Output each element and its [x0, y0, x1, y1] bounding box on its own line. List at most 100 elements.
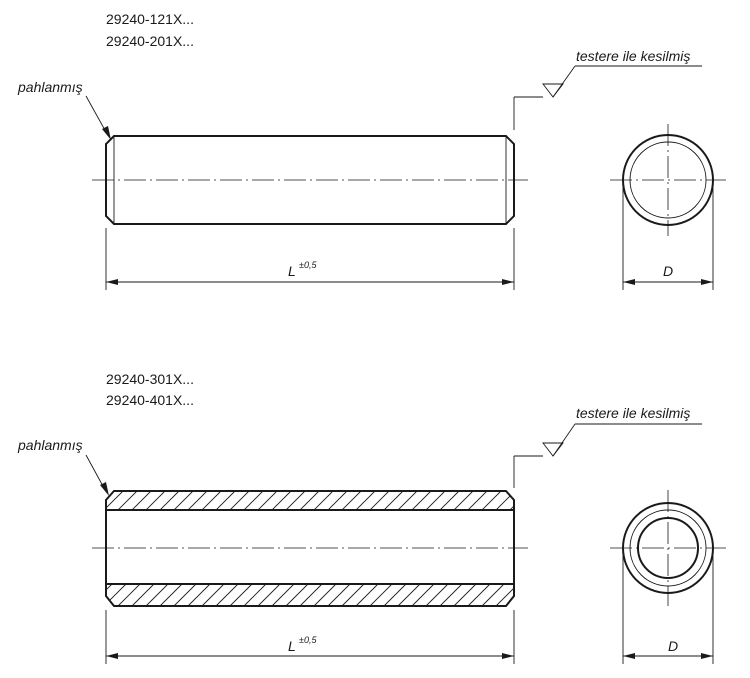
- hatch-line: [229, 491, 250, 510]
- hatch-line: [369, 491, 390, 510]
- chamfer-leader: [85, 95, 107, 133]
- hatch-line: [439, 584, 463, 606]
- hatch-line: [453, 491, 474, 510]
- hatch-line: [299, 491, 320, 510]
- diameter-arrow-right: [701, 279, 713, 285]
- chamfer-leader-bottom: [85, 454, 105, 489]
- chamfer-leader-arrow: [102, 126, 111, 140]
- hatch-line: [271, 491, 292, 510]
- hatch-line: [495, 491, 514, 510]
- hatch-line: [131, 491, 152, 510]
- hatch-line: [524, 584, 546, 606]
- section-hatch-top: [106, 491, 557, 510]
- hatch-line: [229, 584, 253, 606]
- hatch-line: [355, 584, 379, 606]
- hatch-line: [271, 584, 295, 606]
- hatch-line: [187, 491, 208, 510]
- hatch-line: [341, 584, 365, 606]
- surface-note: testere ile kesilmiş: [576, 48, 690, 64]
- hatch-line: [106, 584, 127, 606]
- hatch-line: [215, 584, 239, 606]
- hatch-line: [341, 491, 362, 510]
- hatch-line: [327, 584, 351, 606]
- hatch-line: [383, 584, 407, 606]
- article-code-4: 29240-401X...: [106, 392, 194, 408]
- chamfer-note-bottom: pahlanmış: [17, 437, 83, 453]
- hatch-line: [131, 584, 155, 606]
- article-code-1: 29240-121X...: [106, 11, 194, 27]
- hatch-line: [453, 584, 477, 606]
- hatch-line: [285, 584, 309, 606]
- hatch-line: [411, 584, 435, 606]
- hatch-line: [467, 491, 488, 510]
- hatch-line: [327, 491, 348, 510]
- hatch-line: [173, 584, 197, 606]
- hatch-line: [538, 584, 560, 606]
- hatch-line: [313, 491, 334, 510]
- diameter-arrow-right-bottom: [701, 653, 713, 659]
- length-arrow-right-bottom: [502, 653, 514, 659]
- hatch-line: [369, 584, 393, 606]
- hatch-line: [425, 491, 446, 510]
- hatch-line: [243, 491, 264, 510]
- hatch-line: [201, 491, 222, 510]
- hatch-line: [187, 584, 211, 606]
- surface-note-bottom: testere ile kesilmiş: [576, 405, 690, 421]
- hatch-line: [524, 491, 543, 510]
- length-arrow-left-bottom: [106, 653, 118, 659]
- hatch-line: [145, 491, 166, 510]
- diameter-label: D: [663, 263, 673, 279]
- hatch-line: [313, 584, 337, 606]
- solid-pin-view: 29240-121X... 29240-201X... pahlanmış te…: [17, 11, 726, 290]
- hatch-line: [285, 491, 306, 510]
- hatch-line: [145, 584, 169, 606]
- hollow-pin-view: 29240-301X... 29240-401X... pahlanmış te…: [17, 371, 726, 664]
- hatch-line: [411, 491, 432, 510]
- hatch-line: [257, 584, 281, 606]
- hatch-line: [439, 491, 460, 510]
- surface-symbol-arm-bottom: [552, 423, 576, 457]
- hatch-line: [299, 584, 323, 606]
- section-hatch-bottom: [106, 584, 560, 606]
- hatch-line: [159, 584, 183, 606]
- hatch-line: [495, 584, 514, 606]
- hatch-line: [117, 491, 138, 510]
- hatch-line: [215, 491, 236, 510]
- surface-roughness-symbol: [542, 83, 564, 98]
- chamfer-leader-arrow-bottom: [100, 482, 109, 496]
- length-label-bottom: L: [288, 638, 296, 654]
- hatch-line: [257, 491, 278, 510]
- article-code-3: 29240-301X...: [106, 371, 194, 387]
- tube-section-outline: [105, 490, 515, 607]
- hatch-line: [201, 584, 225, 606]
- hatch-line: [397, 491, 418, 510]
- hatch-line: [173, 491, 194, 510]
- diameter-label-bottom: D: [668, 638, 678, 654]
- length-arrow-left: [106, 279, 118, 285]
- hatch-line: [397, 584, 421, 606]
- surface-symbol-arm: [552, 65, 576, 98]
- hatch-line: [117, 584, 141, 606]
- hatch-line: [243, 584, 267, 606]
- hatch-line: [106, 491, 124, 510]
- hatch-line: [538, 491, 557, 510]
- hatch-line: [383, 491, 404, 510]
- hatch-line: [481, 491, 502, 510]
- hatch-line: [355, 491, 376, 510]
- hatch-line: [106, 584, 113, 606]
- hatch-line: [425, 584, 449, 606]
- surface-roughness-symbol-bottom: [542, 442, 564, 457]
- chamfer-note: pahlanmış: [17, 79, 83, 95]
- hatch-line: [481, 584, 505, 606]
- article-code-2: 29240-201X...: [106, 33, 194, 49]
- hatch-line: [467, 584, 491, 606]
- length-arrow-right: [502, 279, 514, 285]
- length-tolerance-bottom: ±0,5: [299, 635, 317, 645]
- length-tolerance: ±0,5: [299, 260, 317, 270]
- hatch-line: [509, 491, 514, 510]
- diameter-arrow-left-bottom: [623, 653, 635, 659]
- hatch-line: [159, 491, 180, 510]
- length-label: L: [288, 263, 296, 279]
- diameter-arrow-left: [623, 279, 635, 285]
